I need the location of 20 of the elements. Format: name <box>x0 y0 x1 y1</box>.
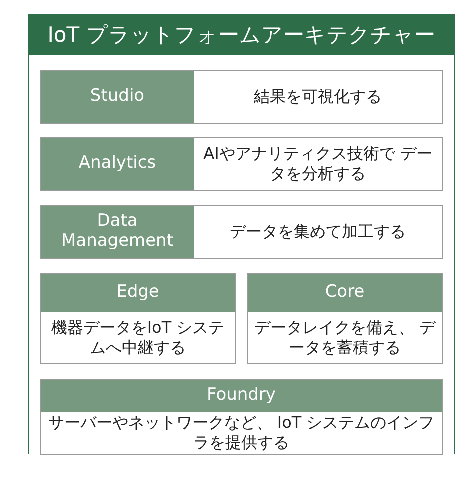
layer-description: 結果を可視化する <box>253 86 383 108</box>
layer-box <box>40 379 443 455</box>
layer-box <box>40 273 236 364</box>
layer-box <box>40 137 443 191</box>
layer-header: Edge <box>41 274 235 312</box>
layer-header: Core <box>248 274 442 312</box>
title-banner: IoT プラットフォームアーキテクチャー <box>29 15 454 55</box>
layer-description: データを集めて加工する <box>229 221 407 243</box>
layer-description: 機器データをIoT システムへ中継する <box>50 316 226 358</box>
layer-header: Studio <box>41 71 194 123</box>
layer-description: サーバーやネットワークなど、 IoT システムのインフラを提供する <box>47 412 436 454</box>
layer-box <box>40 70 443 124</box>
layer-header: Foundry <box>41 380 442 412</box>
layer-box <box>247 273 443 364</box>
layer-header: Data Management <box>41 206 194 258</box>
layer-header: Analytics <box>41 138 194 190</box>
layer-box <box>40 205 443 259</box>
layer-description: データレイクを備え、 データを蓄積する <box>253 316 437 358</box>
layer-description: AIやアナリティクス技術で データを分析する <box>202 143 434 185</box>
architecture-frame <box>28 14 455 454</box>
